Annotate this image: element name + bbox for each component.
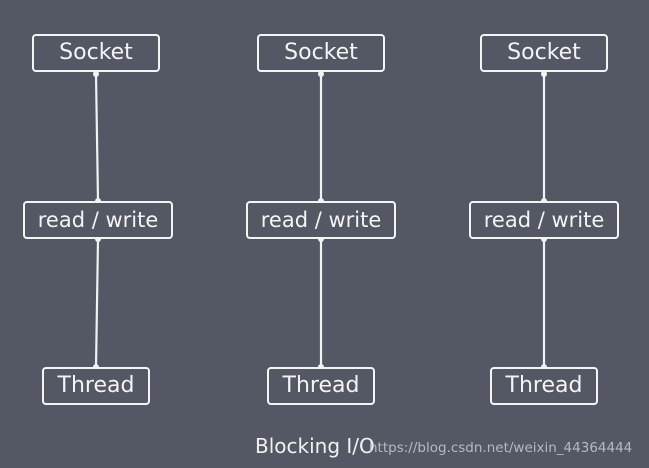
read-write-node-2: read / write	[246, 201, 396, 239]
read-write-node-3: read / write	[469, 201, 619, 239]
thread-node-3: Thread	[490, 367, 598, 405]
connector-rw-thread-1	[94, 238, 100, 368]
connector-dot	[541, 71, 547, 77]
connector-socket-rw-1	[94, 73, 100, 202]
connector-dot	[93, 71, 99, 77]
watermark-text: https://blog.csdn.net/weixin_44364444	[369, 440, 633, 456]
socket-node-2: Socket	[257, 34, 385, 72]
diagram-caption: Blocking I/O	[255, 434, 375, 458]
thread-node-1: Thread	[42, 367, 150, 405]
read-write-node-1: read / write	[23, 201, 173, 239]
socket-node-1: Socket	[32, 34, 160, 72]
connector-dot	[318, 71, 324, 77]
thread-node-2: Thread	[267, 367, 375, 405]
socket-node-3: Socket	[480, 34, 608, 72]
